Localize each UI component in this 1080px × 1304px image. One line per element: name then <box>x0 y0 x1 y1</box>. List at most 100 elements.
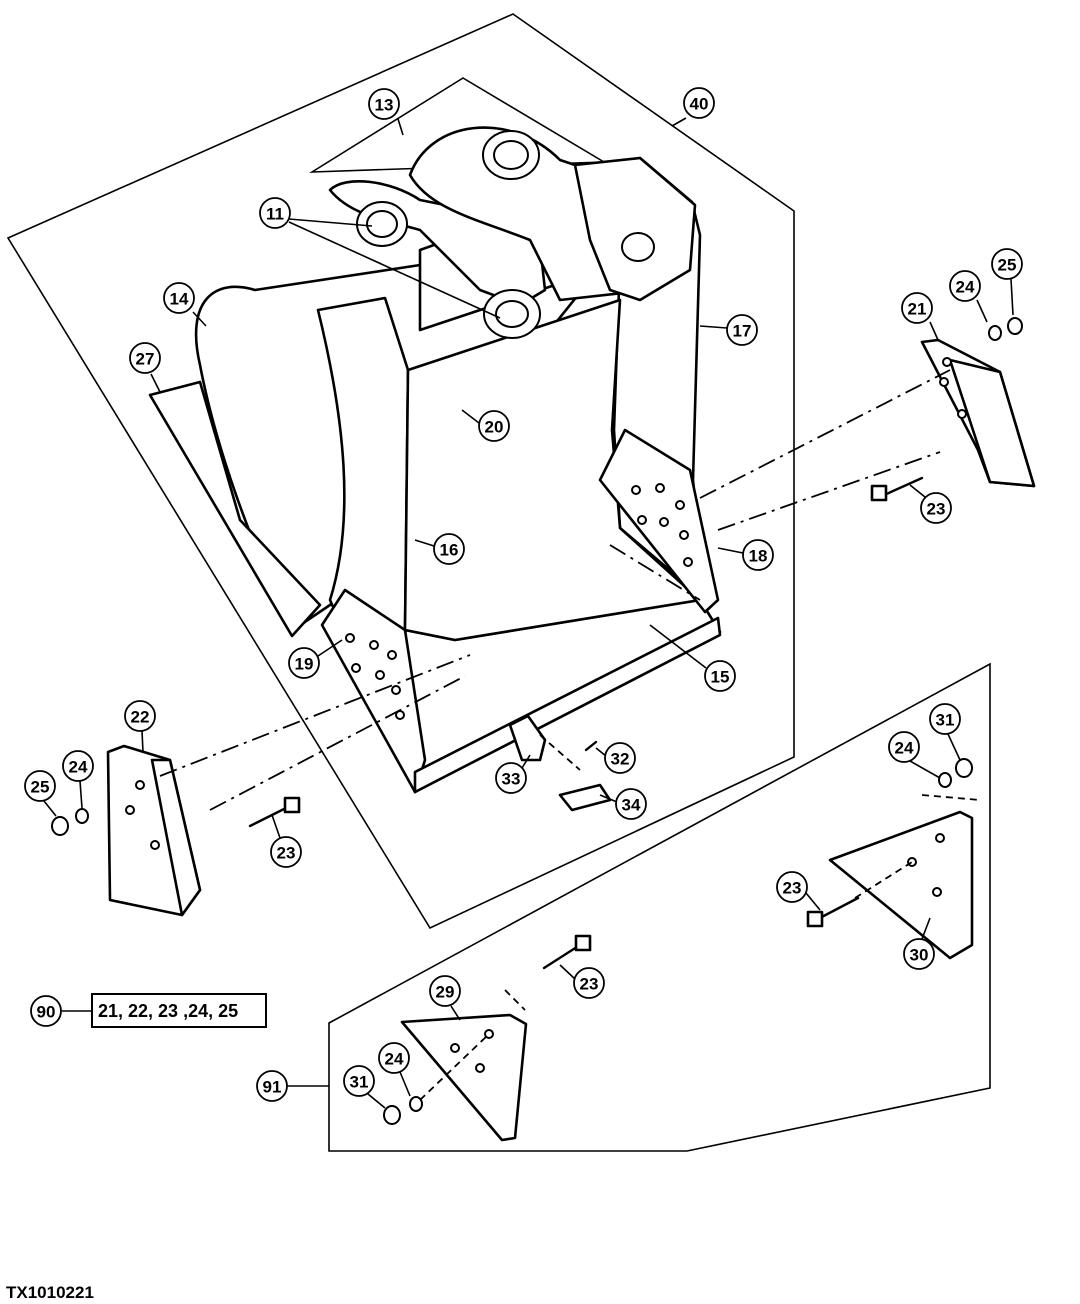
callout-32: 32 <box>604 742 636 774</box>
callout-label: 22 <box>131 708 150 727</box>
callout-circle <box>288 647 320 679</box>
callout-29: 29 <box>429 975 461 1007</box>
callout-91: 91 <box>256 1070 288 1102</box>
callout-circle <box>62 750 94 782</box>
callout-label: 24 <box>956 278 975 297</box>
kit-90-contents-box: 21, 22, 23 ,24, 25 <box>91 993 267 1028</box>
figure-id: TX1010221 <box>6 1283 94 1302</box>
callout-14: 14 <box>163 282 195 314</box>
callout-circle <box>604 742 636 774</box>
callout-circle <box>124 700 156 732</box>
callout-label: 91 <box>263 1078 282 1097</box>
callout-circle <box>129 342 161 374</box>
callout-label: 20 <box>485 418 504 437</box>
callout-label: 19 <box>295 655 314 674</box>
callout-24: 24 <box>62 750 94 782</box>
callout-label: 15 <box>711 668 730 687</box>
callout-layer: 11 13 40 14 27 17 20 16 18 19 15 21 24 25 23 22 24 25 23 32… <box>24 87 1023 1102</box>
hardware <box>51 317 1023 1125</box>
callout-label: 31 <box>936 711 955 730</box>
callout-23: 23 <box>920 492 952 524</box>
callout-circle <box>573 967 605 999</box>
callout-24: 24 <box>888 731 920 763</box>
callout-circle <box>888 731 920 763</box>
callout-label: 29 <box>436 983 455 1002</box>
callout-25: 25 <box>24 770 56 802</box>
callout-31: 31 <box>929 703 961 735</box>
callout-18: 18 <box>742 539 774 571</box>
callout-circle <box>343 1065 375 1097</box>
callout-label: 24 <box>895 739 914 758</box>
callout-27: 27 <box>129 342 161 374</box>
callout-90: 90 <box>30 995 62 1027</box>
callout-circle <box>776 871 808 903</box>
side-plate-30 <box>828 810 974 960</box>
callout-19: 19 <box>288 647 320 679</box>
callout-31: 31 <box>343 1065 375 1097</box>
callout-label: 90 <box>37 1003 56 1022</box>
callout-label: 25 <box>31 778 50 797</box>
callout-label: 23 <box>277 844 296 863</box>
callout-label: 24 <box>69 758 88 777</box>
callout-circle <box>615 788 647 820</box>
callout-circle <box>368 88 400 120</box>
callout-23: 23 <box>776 871 808 903</box>
callout-label: 32 <box>611 750 630 769</box>
callout-20: 20 <box>478 410 510 442</box>
callout-label: 27 <box>136 350 155 369</box>
callout-circle <box>929 703 961 735</box>
callout-label: 18 <box>749 547 768 566</box>
callout-circle <box>991 248 1023 280</box>
callout-label: 34 <box>622 796 641 815</box>
callout-11: 11 <box>259 197 291 229</box>
callout-circle <box>429 975 461 1007</box>
callout-17: 17 <box>726 314 758 346</box>
assembly-center-lines <box>159 369 981 1101</box>
callout-circle <box>901 292 933 324</box>
callout-24: 24 <box>949 270 981 302</box>
callout-16: 16 <box>433 533 465 565</box>
callout-circle <box>378 1042 410 1074</box>
callout-label: 23 <box>927 500 946 519</box>
callout-40: 40 <box>683 87 715 119</box>
callout-13: 13 <box>368 88 400 120</box>
callout-label: 24 <box>385 1050 404 1069</box>
callout-label: 14 <box>170 290 189 309</box>
callout-circle <box>478 410 510 442</box>
callout-34: 34 <box>615 788 647 820</box>
callout-circle <box>259 197 291 229</box>
callout-21: 21 <box>901 292 933 324</box>
callout-label: 16 <box>440 541 459 560</box>
callout-22: 22 <box>124 700 156 732</box>
callout-label: 23 <box>783 879 802 898</box>
side-cutter-22 <box>106 744 202 917</box>
callout-circle <box>433 533 465 565</box>
callout-label: 25 <box>998 256 1017 275</box>
side-cutter-21 <box>920 338 1036 488</box>
bucket-body <box>148 126 722 812</box>
callout-label: 17 <box>733 322 752 341</box>
callout-circle <box>920 492 952 524</box>
pin-boss-right <box>621 232 655 262</box>
callout-label: 13 <box>375 96 394 115</box>
assembly-40-boundary <box>6 13 795 930</box>
callout-circle <box>726 314 758 346</box>
callout-circle <box>495 762 527 794</box>
callout-circle <box>256 1070 288 1102</box>
callout-circle <box>270 836 302 868</box>
kit-90-contents-text: 21, 22, 23 ,24, 25 <box>98 1001 238 1021</box>
callout-circle <box>30 995 62 1027</box>
callout-circle <box>949 270 981 302</box>
callout-circle <box>24 770 56 802</box>
callout-circle <box>683 87 715 119</box>
leader-lines <box>43 117 1014 1109</box>
callout-label: 23 <box>580 975 599 994</box>
callout-label: 31 <box>350 1073 369 1092</box>
callout-circle <box>903 938 935 970</box>
callout-33: 33 <box>495 762 527 794</box>
callout-circle <box>742 539 774 571</box>
side-plate-29 <box>400 1013 528 1142</box>
callout-23: 23 <box>270 836 302 868</box>
kit-91-boundary <box>328 662 991 1152</box>
